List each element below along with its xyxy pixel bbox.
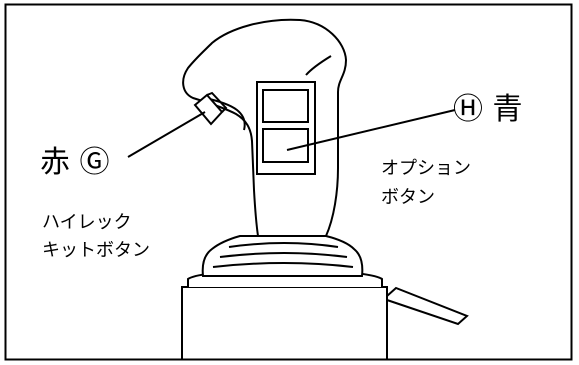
- option-button-caption-line1: オプション: [381, 158, 471, 179]
- hilec-button-caption-line1: ハイレック: [42, 212, 132, 233]
- boot-rib-1: [228, 242, 339, 248]
- option-button-upper: [262, 89, 309, 123]
- red-button-label: 赤 Ⓖ: [40, 145, 110, 180]
- grip-shoulder-line: [305, 55, 332, 76]
- option-button-caption-line2: ボタン: [381, 187, 435, 208]
- option-button-label: Ⓗ 青: [453, 92, 523, 127]
- leader-line-red: [127, 111, 206, 158]
- lever-base-box: [181, 286, 388, 360]
- figure-frame: [4, 3, 573, 361]
- boot-rib-3: [212, 262, 354, 268]
- grip-underside: [204, 97, 246, 131]
- leader-line-blue: [286, 109, 456, 151]
- hilec-button-caption-line2: キットボタン: [42, 240, 150, 261]
- side-rod: [386, 286, 469, 326]
- boot-rib-2: [219, 252, 348, 258]
- red-button-face: [206, 91, 228, 113]
- option-button-lower: [262, 128, 309, 163]
